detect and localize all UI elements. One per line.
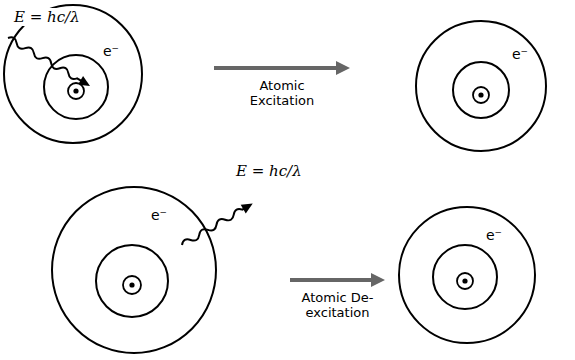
arrow-label: Atomic Excitation bbox=[232, 78, 332, 108]
atom-figure: e⁻ bbox=[415, 20, 547, 152]
electron-label: e⁻ bbox=[102, 43, 120, 59]
atom-outline bbox=[50, 185, 218, 355]
electron-label: e⁻ bbox=[485, 227, 503, 243]
photon-energy-formula: E = hc/λ bbox=[234, 162, 304, 180]
atom-outline bbox=[415, 20, 547, 152]
electron-label: e⁻ bbox=[150, 207, 168, 223]
atom-outline bbox=[397, 205, 537, 345]
process-arrow bbox=[214, 61, 350, 75]
arrow-label: Atomic De-excitation bbox=[288, 290, 388, 320]
process-arrow bbox=[290, 273, 385, 287]
emitted-photon bbox=[179, 199, 255, 249]
electron-label: e⁻ bbox=[511, 46, 529, 62]
atom-figure: e⁻ bbox=[397, 205, 537, 345]
photon-energy-formula: E = hc/λ bbox=[12, 8, 82, 26]
atom-figure: e⁻ bbox=[50, 185, 218, 355]
incoming-photon bbox=[5, 34, 92, 91]
